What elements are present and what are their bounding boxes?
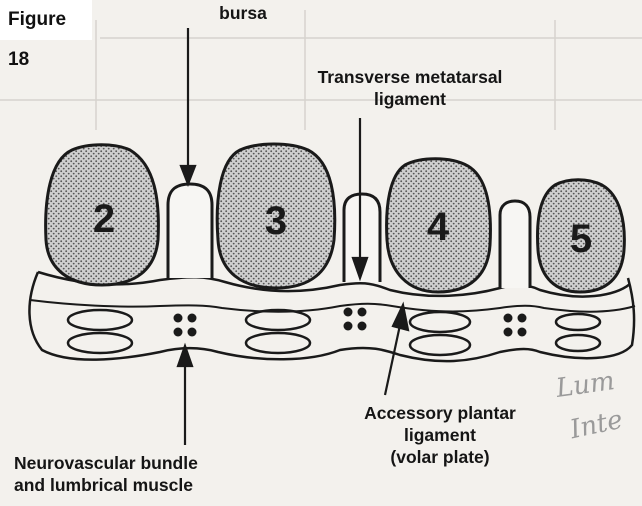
accessory-ligament-line xyxy=(30,300,635,312)
neurovascular-dots xyxy=(174,308,527,337)
neurovascular-bundle-label: Neurovascular bundle and lumbrical muscl… xyxy=(14,452,198,496)
accessory-label-line2: ligament xyxy=(345,424,535,446)
accessory-plantar-ligament-label: Accessory plantar ligament (volar plate) xyxy=(345,402,535,468)
transverse-ligament-label-line1: Transverse metatarsal xyxy=(250,66,570,88)
bursa-sac-3 xyxy=(500,201,530,288)
metatarsal-number-5: 5 xyxy=(570,217,592,261)
accessory-label-line1: Accessory plantar xyxy=(345,402,535,424)
figure-number: Figure 18 xyxy=(0,0,92,40)
neuro-label-line2: and lumbrical muscle xyxy=(14,474,198,496)
metatarsal-number-2: 2 xyxy=(93,197,115,241)
accessory-label-line3: (volar plate) xyxy=(345,446,535,468)
neuro-label-line1: Neurovascular bundle xyxy=(14,452,198,474)
transverse-ligament-label-line2: ligament xyxy=(250,88,570,110)
bursa-label: bursa xyxy=(188,2,298,24)
metatarsal-number-4: 4 xyxy=(427,205,450,249)
transverse-ligament-label: Transverse metatarsal ligament xyxy=(250,66,570,110)
metatarsal-number-3: 3 xyxy=(265,199,287,243)
bursa-sac-1 xyxy=(168,184,212,278)
